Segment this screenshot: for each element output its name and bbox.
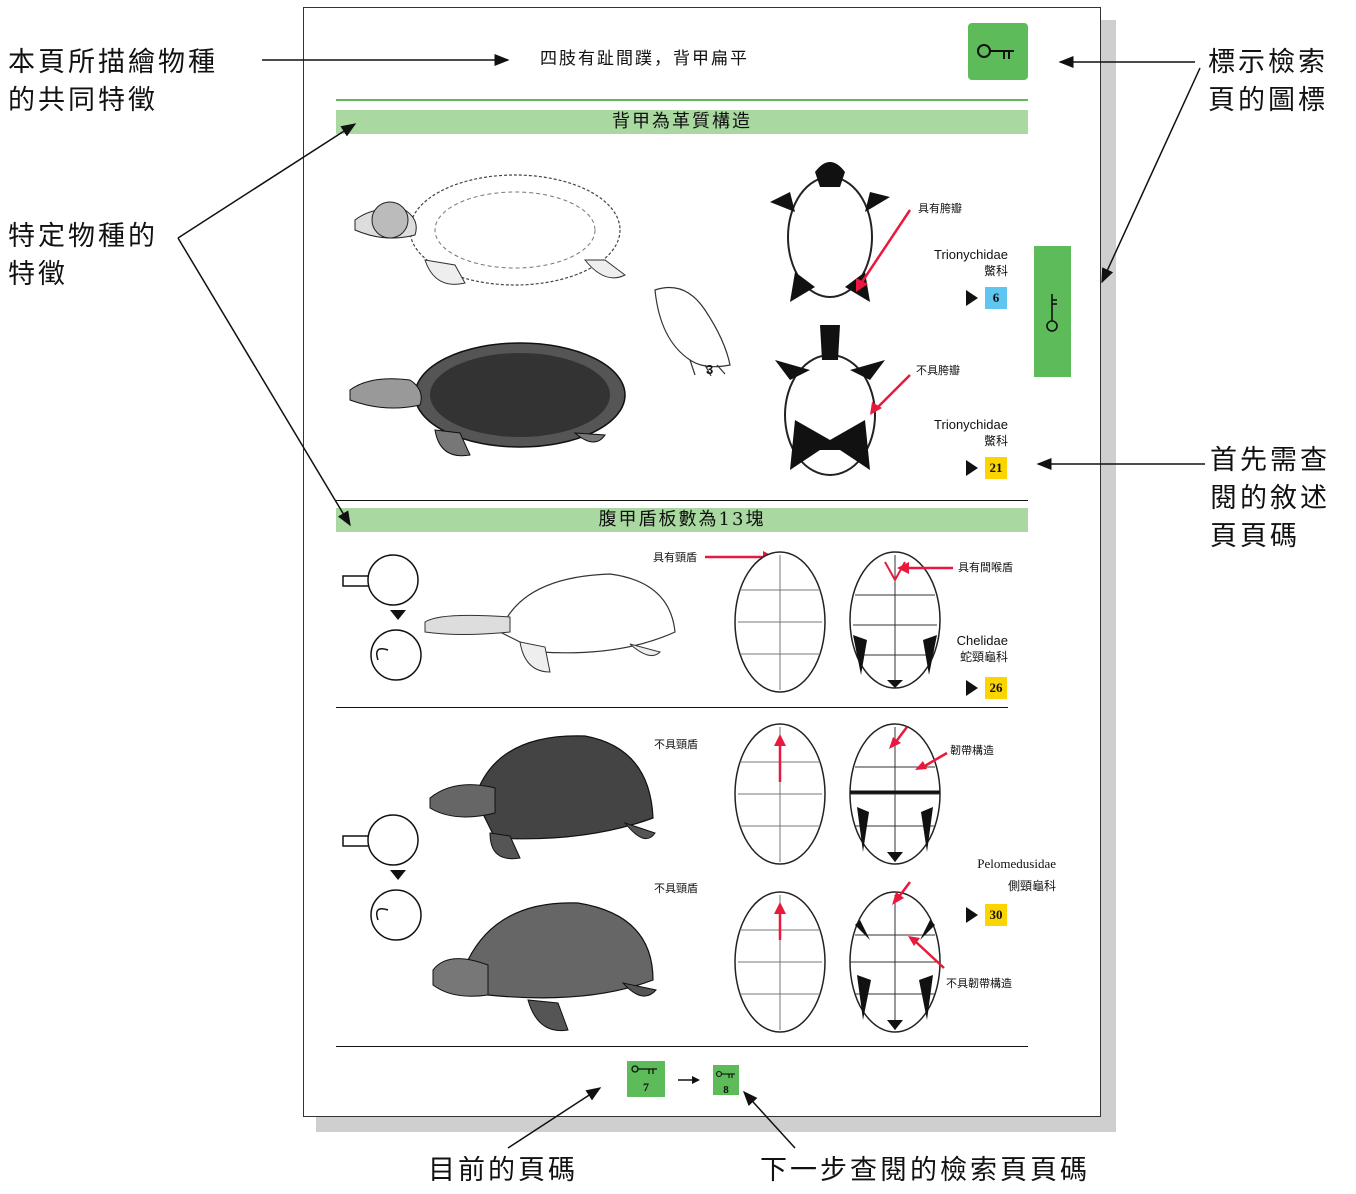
no-cervical-label-b: 不具頸盾 (654, 880, 698, 896)
key-icon (627, 1062, 665, 1076)
pointer-icon (966, 680, 978, 696)
cervical-label: 具有頸盾 (653, 549, 697, 565)
page-number-box[interactable]: 30 (985, 904, 1007, 926)
neck-retraction-diagram-b (338, 810, 428, 945)
section1-band: 背甲為革質構造 (336, 110, 1028, 134)
family-latin: Pelomedusidae (977, 852, 1056, 875)
family-chinese: 鱉科 (934, 433, 1008, 450)
family-chelidae: Chelidae 蛇頸龜科 (957, 632, 1008, 666)
callout-line: 首先需查 (1210, 442, 1330, 480)
next-arrow-icon (676, 1074, 702, 1086)
callout-line: 特定物種的 (8, 218, 158, 256)
next-page-number: 8 (713, 1084, 739, 1096)
page-number-box[interactable]: 6 (985, 287, 1007, 309)
callout-next-key-page: 下一步查閱的檢索頁頁碼 (760, 1152, 1090, 1190)
neck-retraction-diagram (338, 550, 428, 685)
section-divider (336, 707, 1008, 708)
key-icon (1034, 246, 1071, 377)
family-latin: Trionychidae (934, 416, 1008, 433)
pointer-icon (966, 290, 978, 306)
family-chinese: 鱉科 (934, 263, 1008, 280)
key-icon (968, 23, 1028, 80)
hinge-label: 韌帶構造 (950, 742, 994, 758)
next-key-page[interactable]: 8 (713, 1065, 739, 1095)
side-necked-turtle-drawing-b (428, 895, 663, 1040)
page-number-box[interactable]: 26 (985, 677, 1007, 699)
intergular-red-arrow (895, 558, 955, 578)
callout-first-page: 首先需查 閱的敘述 頁頁碼 (1210, 442, 1330, 556)
family-pelomedusidae: Pelomedusidae 側頸龜科 (977, 852, 1056, 898)
header-rule (336, 99, 1028, 101)
family-chinese: 側頸龜科 (977, 875, 1056, 898)
side-necked-turtle-drawing-a (425, 728, 660, 868)
callout-line: 特徵 (8, 256, 158, 294)
section-divider (336, 1046, 1028, 1047)
page-number-box[interactable]: 21 (985, 457, 1007, 479)
key-icon-top (968, 23, 1028, 80)
family-latin: Trionychidae (934, 246, 1008, 263)
current-page-number: 7 (627, 1080, 665, 1095)
pointer-icon (966, 460, 978, 476)
section1-red-arrows (820, 200, 940, 430)
plastron-no-cervical-drawing-a (730, 722, 830, 867)
callout-line: 頁的圖標 (1208, 82, 1328, 120)
family-latin: Chelidae (957, 632, 1008, 649)
foot-label: 3 (706, 362, 713, 377)
callout-current-page: 目前的頁碼 (428, 1152, 578, 1190)
family-trionychidae-a: Trionychidae 鱉科 (934, 246, 1008, 280)
page-header: 四肢有趾間蹼，背甲扁平 (540, 44, 749, 69)
no-hinge-red-arrows (880, 880, 950, 980)
hinge-red-arrows (885, 725, 955, 770)
current-key-page[interactable]: 7 (627, 1061, 665, 1097)
family-chinese: 蛇頸龜科 (957, 649, 1008, 666)
softshell-turtle-drawing-a (345, 165, 645, 305)
callout-key-icon: 標示檢索 頁的圖標 (1208, 44, 1328, 120)
softshell-turtle-drawing-b (345, 335, 645, 475)
no-cervical-label-a: 不具頸盾 (654, 736, 698, 752)
callout-line: 本頁所描繪物種 (8, 44, 218, 82)
callout-common-features: 本頁所描繪物種 的共同特徵 (8, 44, 218, 120)
key-icon (713, 1068, 739, 1080)
section-divider (336, 500, 1028, 501)
snake-necked-turtle-drawing (420, 562, 685, 682)
webbed-foot-drawing (645, 280, 735, 380)
callout-line: 閱的敘述 (1210, 480, 1330, 518)
plastron-no-cervical-drawing-b (730, 890, 830, 1035)
family-trionychidae-b: Trionychidae 鱉科 (934, 416, 1008, 450)
callout-line: 頁頁碼 (1210, 518, 1330, 556)
key-side-tab (1034, 246, 1071, 377)
intergular-label: 具有間喉盾 (958, 559, 1013, 575)
plastron-cervical-drawing (730, 550, 830, 695)
section2-band: 腹甲盾板數為13塊 (336, 508, 1028, 532)
no-hinge-label: 不具韌帶構造 (946, 975, 1012, 991)
pointer-icon (966, 907, 978, 923)
callout-line: 的共同特徵 (8, 82, 218, 120)
callout-specific-features: 特定物種的 特徵 (8, 218, 158, 294)
callout-line: 標示檢索 (1208, 44, 1328, 82)
